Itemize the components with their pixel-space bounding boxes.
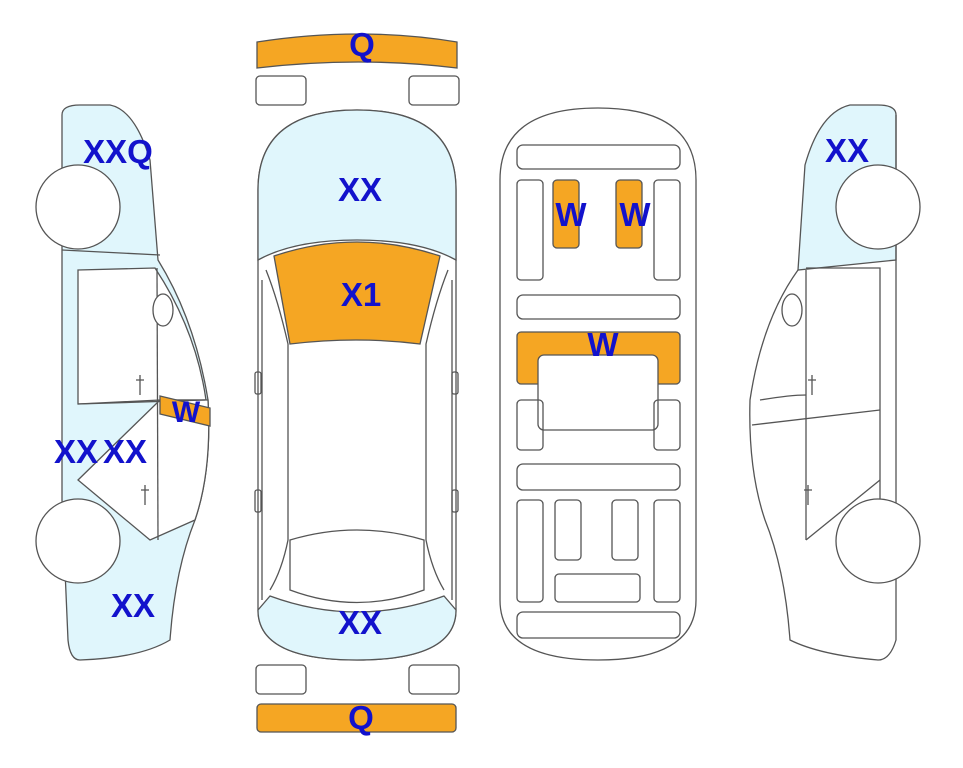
rear-tank-right	[611, 499, 639, 561]
floor-right-label: W	[619, 196, 651, 233]
left-handle-rear	[141, 485, 149, 505]
right-mirror-shape	[781, 293, 803, 327]
windshield-panel[interactable]	[273, 241, 441, 345]
underbody-view: W W W	[499, 107, 697, 661]
rear-end-bar	[516, 611, 681, 639]
left-window-part[interactable]	[159, 395, 211, 427]
hood-panel[interactable]	[257, 109, 457, 262]
floor-left-label: W	[555, 196, 587, 233]
rear-crossbar	[516, 463, 681, 491]
windshield-label: X1	[341, 276, 381, 313]
front-bumper-label: Q	[349, 26, 375, 63]
front-crossbar	[516, 144, 681, 170]
front-right-lamp	[408, 75, 460, 106]
left-rail-front	[516, 179, 544, 281]
right-handle-rear	[804, 485, 812, 505]
center-tunnel	[537, 354, 659, 431]
left-mirror-shape	[152, 293, 174, 327]
mid-crossbar	[516, 294, 681, 320]
left-side-view: XXQ W XX XX XX	[35, 104, 211, 661]
right-rail-mid	[653, 399, 681, 451]
right-side-view: XX	[749, 104, 921, 661]
left-window-label: W	[172, 396, 201, 429]
left-front-wheel	[35, 164, 121, 250]
rear-tank-bottom	[554, 573, 641, 603]
rear-panel[interactable]	[257, 595, 457, 661]
left-rear-label: XX	[111, 587, 155, 624]
rear-right-lamp	[408, 664, 460, 695]
right-handle-front	[808, 375, 816, 395]
hood-label: XX	[338, 171, 382, 208]
right-rail-front	[653, 179, 681, 281]
rear-bumper-label: Q	[348, 699, 374, 736]
floor-right-part[interactable]	[615, 179, 643, 249]
right-belt-line	[806, 267, 881, 500]
right-front-wheel	[835, 164, 921, 250]
right-rear-window	[805, 479, 881, 541]
right-door-line	[751, 409, 881, 426]
rear-left-lamp	[255, 664, 307, 695]
left-front-label: XXQ	[83, 133, 153, 170]
rear-window	[289, 529, 425, 604]
left-mirror	[254, 371, 262, 395]
left-a-pillar	[265, 269, 289, 591]
rear-bumper[interactable]	[256, 703, 457, 733]
cross-member-label: W	[587, 326, 619, 363]
left-handle-front	[136, 375, 144, 395]
right-side-body	[749, 115, 897, 661]
left-rail-rear	[516, 499, 544, 603]
left-belt-line	[61, 249, 161, 256]
right-handle	[451, 489, 459, 513]
right-vent-line	[759, 394, 807, 401]
left-rail-mid	[516, 399, 544, 451]
right-rail-rear	[653, 499, 681, 603]
right-mirror	[451, 371, 459, 395]
front-left-lamp	[255, 75, 307, 106]
left-door-b-label: XX	[103, 433, 147, 470]
right-a-pillar	[425, 269, 449, 591]
rear-panel-label: XX	[338, 604, 382, 641]
left-door-a-label: XX	[54, 433, 98, 470]
left-door-line	[77, 399, 206, 405]
floor-left-part[interactable]	[552, 179, 580, 249]
underbody-outline	[499, 107, 697, 661]
left-window-area	[77, 267, 207, 405]
rear-tank-left	[554, 499, 582, 561]
right-front-label: XX	[825, 132, 869, 169]
right-rear-wheel	[835, 498, 921, 584]
front-bumper[interactable]	[256, 33, 458, 69]
left-handle	[254, 489, 262, 513]
top-view: Q XX X1 XX Q	[254, 26, 460, 736]
left-rear-wheel	[35, 498, 121, 584]
